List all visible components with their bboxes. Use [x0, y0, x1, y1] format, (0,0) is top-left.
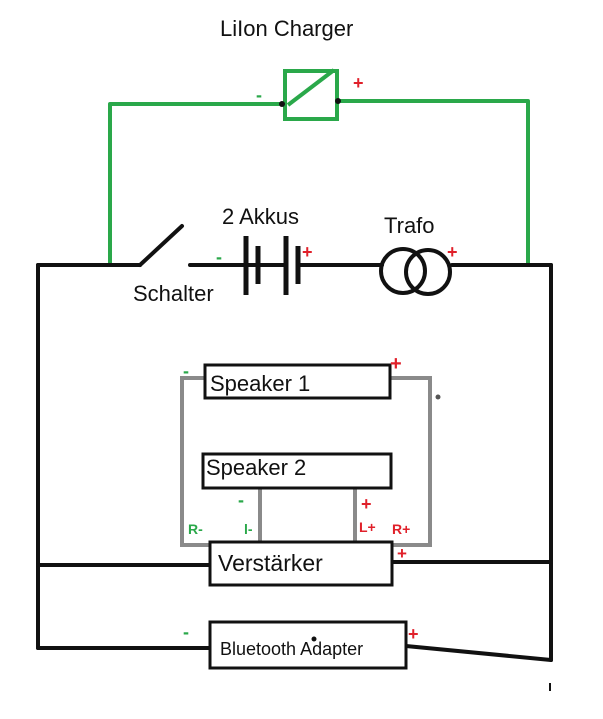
- switch-lever-icon: [138, 224, 184, 267]
- charger-minus: -: [256, 85, 262, 105]
- battery-label: 2 Akkus: [222, 204, 299, 229]
- bluetooth-box: [208, 620, 408, 670]
- speaker1-plus: +: [390, 353, 402, 375]
- speaker1-box: [203, 363, 392, 400]
- amp-terminal-l-plus: L+: [359, 519, 376, 535]
- charger-switch-icon: [286, 68, 336, 107]
- speaker2-minus: -: [238, 490, 244, 510]
- speaker1-minus: -: [183, 361, 189, 381]
- battery-icon: [243, 236, 301, 295]
- amp-terminal-l-minus: l-: [244, 521, 253, 537]
- charger-wiring: [108, 68, 530, 267]
- speaker2-plus: +: [361, 494, 372, 514]
- bluetooth-plus: +: [408, 624, 419, 644]
- speaker2-label: Speaker 2: [206, 455, 306, 480]
- amp-terminal-r-minus: R-: [188, 521, 203, 537]
- charger-plus: +: [353, 73, 364, 93]
- main-circuit: [36, 224, 553, 662]
- battery-plus: +: [302, 242, 313, 262]
- charger-box: [283, 69, 339, 121]
- amplifier-plus: +: [397, 544, 407, 563]
- bluetooth-label: Bluetooth Adapter: [220, 639, 363, 659]
- bluetooth-minus: -: [183, 622, 189, 642]
- amplifier-box: [208, 540, 394, 587]
- amplifier-label: Verstärker: [218, 550, 323, 576]
- speaker1-label: Speaker 1: [210, 371, 310, 396]
- transformer-plus: +: [447, 242, 458, 262]
- switch-label: Schalter: [133, 281, 214, 306]
- speaker-wiring: [180, 376, 432, 547]
- transformer-icon: [379, 247, 452, 296]
- amp-terminal-r-plus: R+: [392, 521, 410, 537]
- speaker2-box: [201, 452, 393, 490]
- charger-title: LiIon Charger: [220, 16, 353, 41]
- battery-minus: -: [216, 247, 222, 267]
- transformer-label: Trafo: [384, 213, 435, 238]
